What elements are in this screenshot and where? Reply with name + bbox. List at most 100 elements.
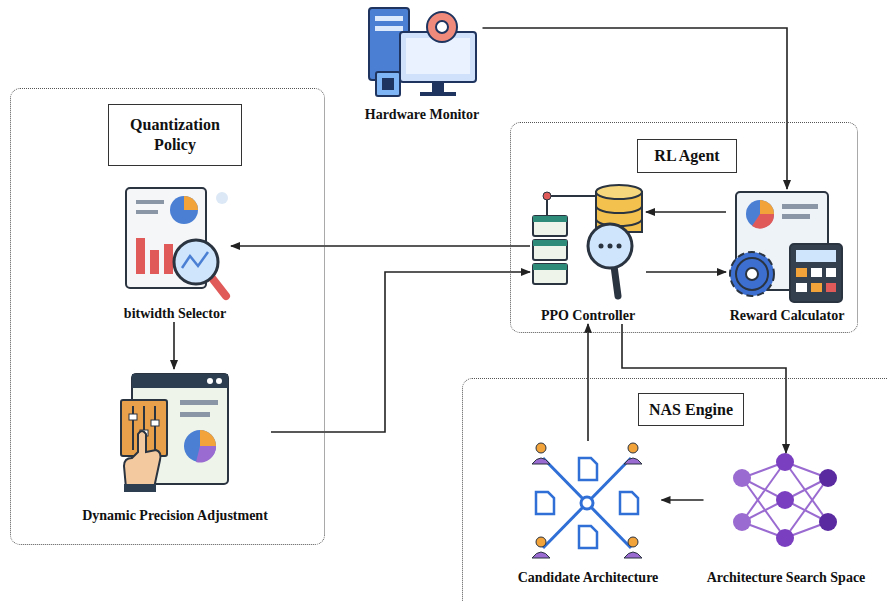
svg-rect — [796, 268, 807, 277]
svg-rect — [533, 240, 567, 246]
svg-circle — [216, 192, 228, 204]
svg-path — [579, 458, 597, 480]
svg-rect — [420, 92, 456, 96]
svg-rect — [796, 250, 836, 262]
svg-rect — [432, 82, 444, 92]
node-label: bitwidth Selector — [119, 305, 231, 322]
svg-line — [551, 195, 596, 197]
svg-rect — [533, 216, 567, 222]
svg-path — [596, 206, 642, 213]
svg-path — [200, 430, 216, 446]
svg-circle — [436, 21, 448, 33]
node-label: Dynamic Precision Adjustment — [79, 507, 271, 524]
svg-rect — [533, 216, 567, 236]
svg-rect — [406, 38, 470, 74]
group-heading: RL Agent — [654, 146, 719, 166]
svg-path — [532, 458, 550, 464]
candidate-architecture-icon — [532, 443, 642, 558]
svg-circle — [736, 258, 768, 290]
svg-circle — [628, 537, 638, 547]
svg-rect — [136, 210, 158, 214]
svg-path — [536, 492, 554, 514]
svg-path — [620, 492, 638, 514]
svg-circle — [819, 469, 837, 487]
hardware-monitor-icon — [369, 8, 476, 96]
svg-line — [785, 478, 828, 538]
svg-line — [543, 458, 631, 548]
group-heading: NAS Engine — [649, 400, 733, 420]
quantization-group: Quantization Policy bitwidth SelectorDyna… — [10, 88, 325, 545]
svg-rect — [376, 72, 400, 96]
svg-rect — [782, 204, 818, 209]
svg-path — [579, 526, 597, 548]
svg-rect — [151, 420, 159, 426]
svg-circle — [776, 453, 794, 471]
svg-rect — [790, 244, 842, 302]
svg-line — [132, 406, 134, 450]
svg-rect — [533, 264, 567, 270]
node-label: Architecture Search Space — [704, 569, 869, 586]
search-space-node: Architecture Search Space — [704, 453, 869, 586]
precision-node: Dynamic Precision Adjustment — [79, 369, 271, 524]
svg-circle — [184, 430, 216, 462]
svg-rect — [150, 250, 159, 274]
svg-line — [742, 462, 785, 522]
svg-circle — [608, 244, 613, 249]
svg-circle — [581, 497, 593, 509]
svg-rect — [811, 283, 822, 292]
ppo-node: PPO Controller — [530, 187, 646, 324]
svg-circle — [733, 513, 751, 531]
connector-arrow — [587, 324, 589, 441]
svg-path — [196, 446, 216, 463]
reward-node: Reward Calculator — [726, 189, 848, 324]
hardware-node: Hardware Monitor — [362, 6, 483, 123]
ppo-controller-icon — [533, 185, 642, 296]
svg-rect — [164, 244, 173, 274]
svg-path — [124, 431, 161, 488]
node-label: Reward Calculator — [726, 307, 848, 324]
svg-circle — [174, 240, 218, 284]
svg-ellipse — [596, 185, 642, 199]
svg-rect — [180, 412, 210, 417]
bitwidth-node: bitwidth Selector — [119, 181, 231, 322]
svg-circle — [599, 244, 604, 249]
svg-path — [752, 214, 774, 229]
svg-circle — [536, 537, 546, 547]
svg-rect — [826, 268, 836, 277]
svg-rect — [180, 400, 218, 405]
svg-circle — [207, 378, 213, 384]
svg-circle — [536, 443, 546, 453]
svg-line — [742, 478, 785, 538]
svg-circle — [776, 529, 794, 547]
svg-path — [184, 196, 198, 210]
svg-rect — [382, 78, 394, 90]
connector-arrow — [173, 322, 175, 369]
svg-rect — [375, 26, 403, 31]
svg-rect — [811, 268, 822, 277]
svg-circle — [819, 513, 837, 531]
svg-line — [154, 406, 156, 450]
group-heading-box: Quantization Policy — [108, 104, 242, 166]
bitwidth-selector-icon — [126, 188, 228, 296]
svg-rect — [136, 238, 145, 274]
svg-rect — [796, 283, 807, 292]
candidate-node: Candidate Architecture — [515, 441, 662, 586]
svg-circle — [588, 224, 632, 268]
connector-arrow — [483, 28, 788, 189]
group-heading: Quantization Policy — [115, 115, 235, 155]
search-space-icon — [733, 453, 837, 547]
svg-circle — [543, 192, 551, 200]
connector-arrow — [231, 245, 530, 247]
svg-circle — [730, 252, 774, 296]
connector-arrow — [271, 272, 530, 432]
svg-rect — [132, 374, 228, 388]
dynamic-precision-icon — [121, 374, 228, 492]
svg-circle — [746, 268, 758, 280]
svg-circle — [776, 491, 794, 509]
nas-engine-group: NAS EngineCandidate ArchitectureArchitec… — [462, 378, 888, 601]
svg-path — [624, 458, 642, 464]
svg-line — [543, 458, 631, 548]
svg-circle — [170, 196, 198, 224]
svg-line — [614, 266, 618, 296]
